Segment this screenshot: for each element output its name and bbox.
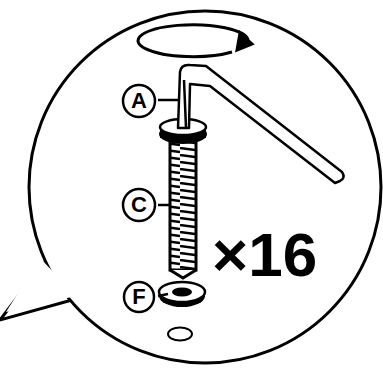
callout-letter-text: F (132, 286, 145, 308)
callout-letter-text: C (131, 194, 147, 216)
callout-circle-outline (124, 282, 154, 312)
mounting-hole (168, 328, 192, 341)
allen-key (178, 65, 344, 183)
callout-circle-outline (123, 85, 155, 117)
callout-bubble (0, 11, 381, 363)
callout-circle-outline (123, 189, 155, 221)
callout-letter: A (121, 83, 157, 119)
leader-line (158, 100, 180, 296)
quantity-label: ×16 (212, 224, 317, 286)
callout-letter: C (121, 187, 157, 223)
rotation-arrow (138, 25, 252, 57)
callout-letter-text: A (131, 90, 147, 112)
washer (159, 282, 205, 307)
bolt (160, 119, 206, 278)
callout-letter: F (122, 280, 156, 314)
